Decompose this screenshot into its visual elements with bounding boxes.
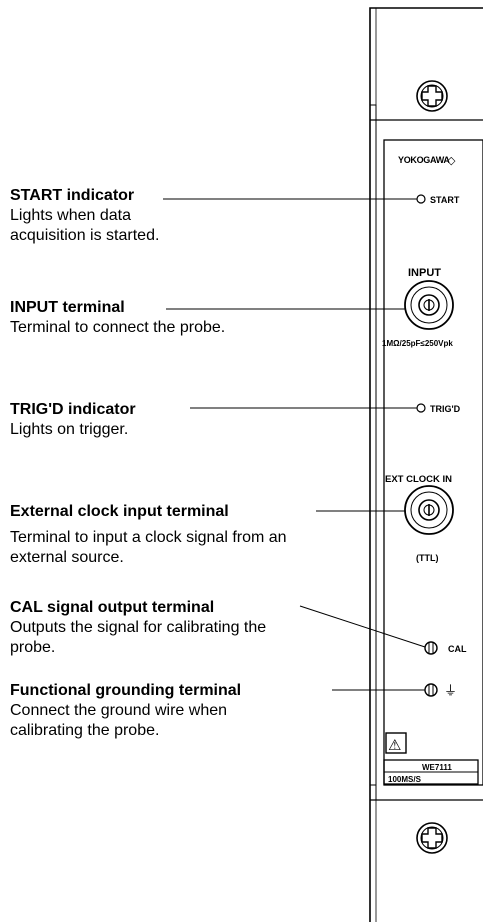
input-label: INPUT [408,267,441,279]
trigd-led [416,403,426,413]
callout-description: Lights on trigger. [10,421,129,438]
trigd-label: TRIG'D [430,404,461,414]
input-bnc-connector [404,280,454,330]
cal-label: CAL [448,644,467,654]
warning-icon: ⚠ [388,736,401,754]
mounting-screw-top-icon [416,80,448,112]
callout-start-indicator: START indicator Lights when data acquisi… [10,186,210,246]
mounting-screw-bottom-icon [416,822,448,854]
start-label: START [430,195,460,205]
callout-description: Lights when data acquisition is started. [10,207,160,244]
callout-functional-ground-terminal: Functional grounding terminal Connect th… [10,681,270,741]
callout-title: Functional grounding terminal [10,682,242,699]
model-plate [383,759,479,785]
callout-description: Outputs the signal for calibrating the p… [10,619,267,656]
callout-title: CAL signal output terminal [10,599,215,616]
ext-clock-label: EXT CLOCK IN [385,474,452,485]
model-label: WE7111 [422,763,452,772]
ttl-label: (TTL) [416,553,439,563]
callout-cal-output-terminal: CAL signal output terminal Outputs the s… [10,598,310,658]
leader-cal [299,605,426,648]
callout-description: Connect the ground wire when calibrating… [10,702,228,739]
callout-title: START indicator [10,187,135,204]
callout-trigd-indicator: TRIG'D indicator Lights on trigger. [10,400,136,440]
callout-title: INPUT terminal [10,299,125,316]
callout-description: Terminal to connect the probe. [10,319,226,336]
brand-logo: YOKOGAWA [398,155,450,165]
input-spec-label: 1MΩ/25pF≤250Vpk [382,339,453,348]
leader-lines [163,198,426,691]
callout-input-terminal: INPUT terminal Terminal to connect the p… [10,298,225,338]
cal-terminal [424,641,438,655]
front-panel [383,139,483,786]
brand-mark-icon: ◇ [447,154,456,167]
callout-description: Terminal to input a clock signal from an… [10,529,287,566]
module-housing [369,7,483,922]
callout-title: TRIG'D indicator [10,401,136,418]
ext-clock-bnc-connector [404,485,454,535]
callout-external-clock-terminal: External clock input terminal Terminal t… [10,502,310,568]
ground-terminal [424,683,438,697]
sample-rate-label: 100MS/S [388,775,422,784]
start-led [416,194,426,204]
warning-box [385,732,407,754]
callout-title: External clock input terminal [10,503,229,520]
ground-symbol-icon: ⏚ [444,684,457,699]
